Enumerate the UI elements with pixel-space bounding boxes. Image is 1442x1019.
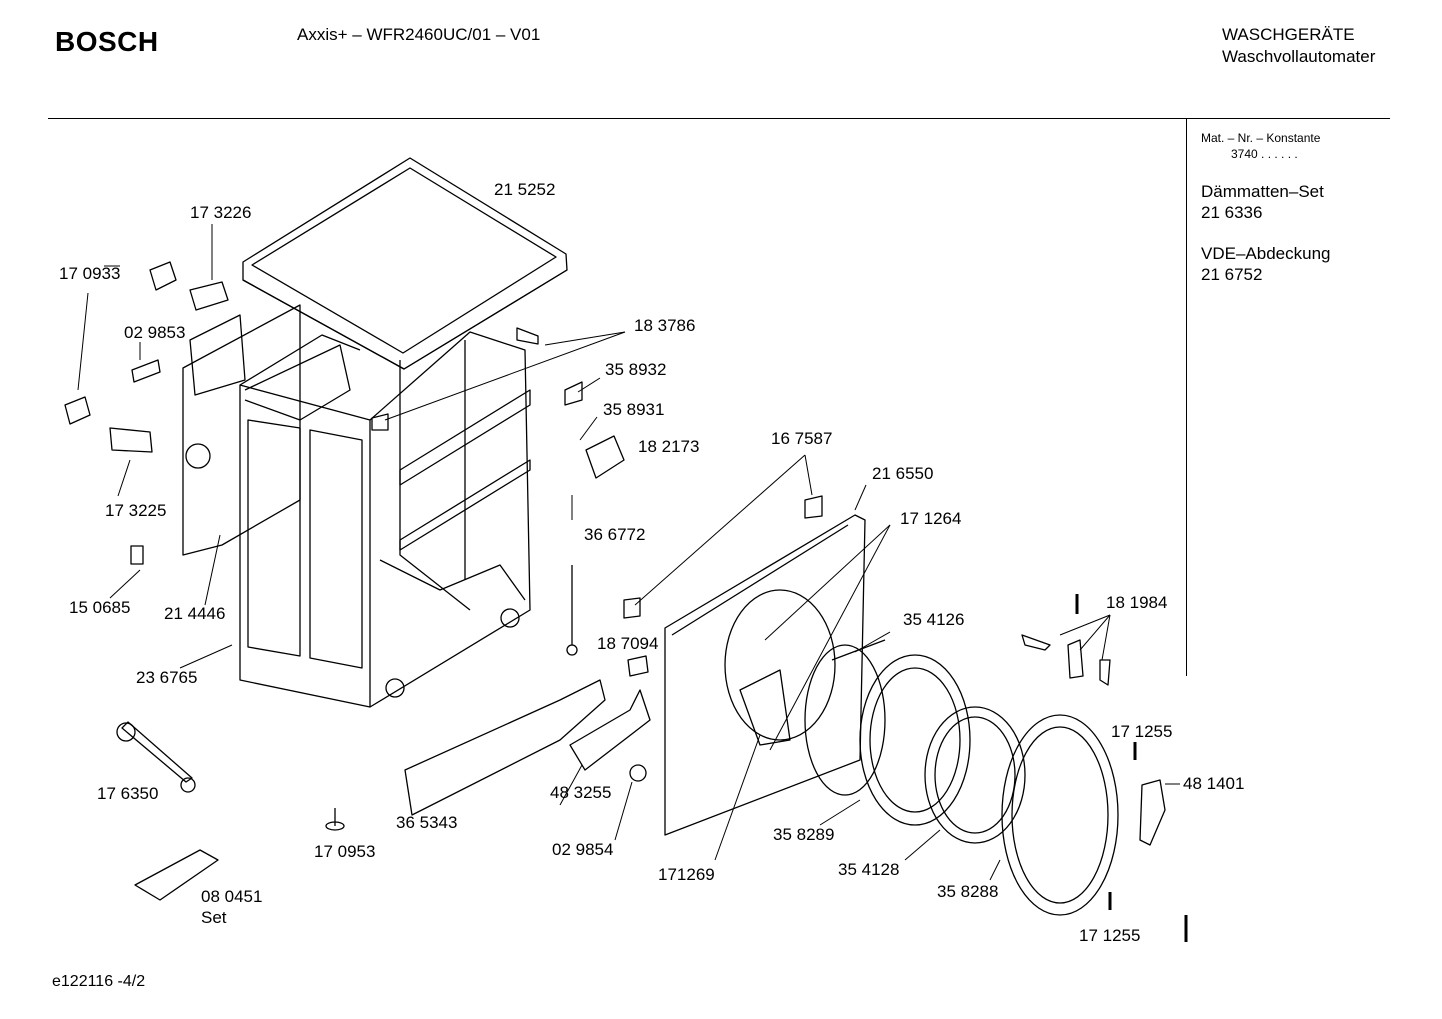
part-label[interactable]: 48 1401 <box>1183 774 1245 793</box>
mat-label: Mat. – Nr. – Konstante <box>1201 131 1321 145</box>
part-label[interactable]: 17 1255 <box>1111 722 1173 741</box>
sidebar-item-name: Dämmatten–Set <box>1201 182 1324 201</box>
header-divider <box>48 118 1390 119</box>
sidebar-item-number[interactable]: 21 6752 <box>1201 265 1263 284</box>
part-label[interactable]: 16 7587 <box>771 429 833 448</box>
part-label[interactable]: 02 9853 <box>124 323 186 342</box>
part-label[interactable]: 21 4446 <box>164 604 226 623</box>
part-label[interactable]: 18 2173 <box>638 437 700 456</box>
part-label[interactable]: 35 4128 <box>838 860 900 879</box>
subcategory-title: Waschvollautomater <box>1222 47 1376 66</box>
part-label[interactable]: 15 0685 <box>69 598 131 617</box>
part-label-suffix: Set <box>201 908 227 927</box>
part-label[interactable]: 17 6350 <box>97 784 159 803</box>
door-assembly-drawing <box>804 634 1166 916</box>
mat-value: 3740 . . . . . . <box>1231 147 1298 161</box>
control-panel-drawing <box>404 597 651 816</box>
part-label[interactable]: 18 7094 <box>597 634 659 653</box>
part-label[interactable]: 21 6550 <box>872 464 934 483</box>
small-parts-drawing <box>64 261 625 656</box>
top-lid-drawing <box>242 157 568 370</box>
accessory-drawing <box>116 721 345 901</box>
category-title: WASCHGERÄTE <box>1222 25 1355 44</box>
part-label[interactable]: 17 3225 <box>105 501 167 520</box>
part-label[interactable]: 36 5343 <box>396 813 458 832</box>
sidebar-item-name: VDE–Abdeckung <box>1201 244 1331 263</box>
cabinet-drawing <box>239 331 531 708</box>
back-panel-drawing <box>182 304 301 556</box>
part-label[interactable]: 18 1984 <box>1106 593 1168 612</box>
part-label[interactable]: 17 3226 <box>190 203 252 222</box>
part-label[interactable]: 18 3786 <box>634 316 696 335</box>
part-label[interactable]: 17 1255 <box>1079 926 1141 945</box>
brand-logo: BOSCH <box>55 26 159 57</box>
part-label[interactable]: 17 0953 <box>314 842 376 861</box>
part-label[interactable]: 23 6765 <box>136 668 198 687</box>
part-label[interactable]: 35 8932 <box>605 360 667 379</box>
part-label[interactable]: 35 4126 <box>903 610 965 629</box>
part-label[interactable]: 02 9854 <box>552 840 614 859</box>
part-label[interactable]: 35 8289 <box>773 825 835 844</box>
front-panel-drawing <box>664 495 866 836</box>
model-title: Axxis+ – WFR2460UC/01 – V01 <box>297 25 541 44</box>
drawing-code: e122116 -4/2 <box>52 973 146 990</box>
sidebar-divider <box>1186 118 1187 676</box>
part-label[interactable]: 21 5252 <box>494 180 556 199</box>
part-label[interactable]: 171269 <box>658 865 715 884</box>
part-label[interactable]: 48 3255 <box>550 783 612 802</box>
part-label[interactable]: 08 0451 <box>201 887 263 906</box>
part-label[interactable]: 17 0933 <box>59 264 121 283</box>
part-label[interactable]: 35 8288 <box>937 882 999 901</box>
sidebar-item-number[interactable]: 21 6336 <box>1201 203 1263 222</box>
part-label[interactable]: 35 8931 <box>603 400 665 419</box>
part-label[interactable]: 36 6772 <box>584 525 646 544</box>
part-label[interactable]: 17 1264 <box>900 509 962 528</box>
